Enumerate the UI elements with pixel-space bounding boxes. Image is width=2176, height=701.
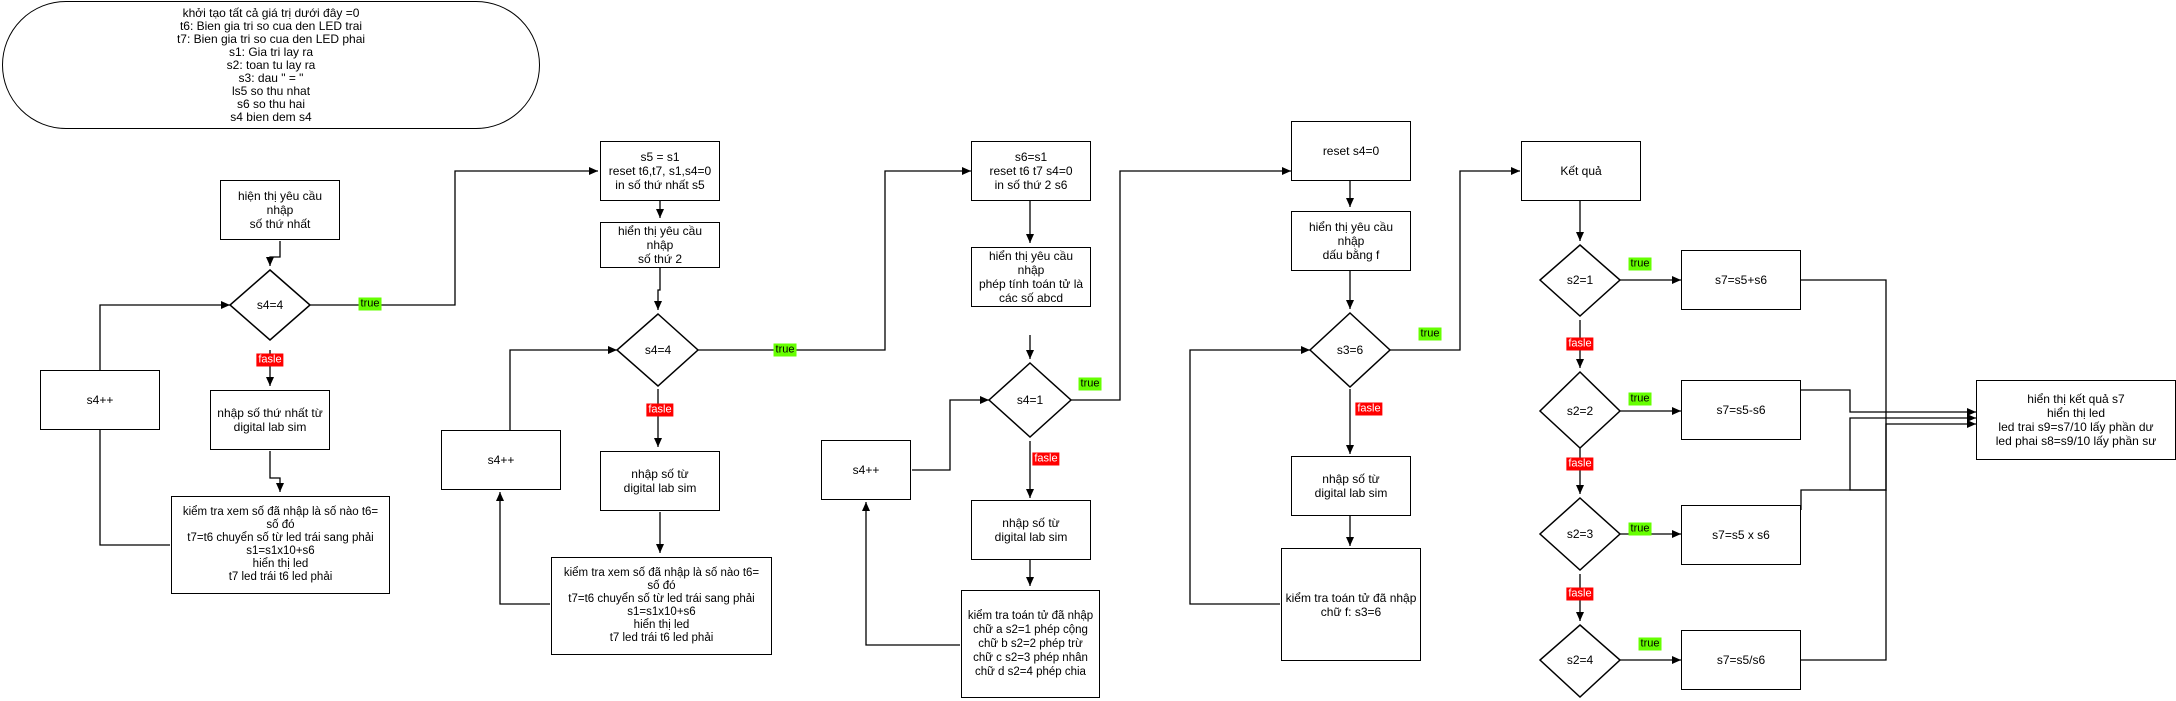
false-tag: fasle bbox=[1355, 402, 1383, 416]
col3-input-box: nhập số từ digital lab sim bbox=[971, 500, 1091, 560]
true-tag: true bbox=[1628, 257, 1652, 271]
col2-store-box: s5 = s1 reset t6,t7, s1,s4=0 in số thứ n… bbox=[600, 141, 720, 201]
col3-prompt-box: hiển thị yêu cầu nhập phép tính toán tử … bbox=[971, 247, 1091, 307]
true-tag: true bbox=[1418, 327, 1442, 341]
col2-incr-box: s4++ bbox=[441, 430, 561, 490]
col3-incr-box: s4++ bbox=[821, 440, 911, 500]
true-tag: true bbox=[358, 297, 382, 311]
col5-cond-label: s2=4 bbox=[1566, 653, 1594, 667]
init-line: ls5 so thu nhat bbox=[231, 83, 311, 98]
col3-store-box: s6=s1 reset t6 t7 s4=0 in số thứ 2 s6 bbox=[971, 141, 1091, 201]
init-line: t6: Bien gia tri so cua den LED trai bbox=[179, 18, 363, 33]
col1-cond-label: s4=4 bbox=[256, 298, 284, 312]
true-tag: true bbox=[1628, 392, 1652, 406]
decision-col5-1 bbox=[1538, 244, 1622, 318]
false-tag: fasle bbox=[1032, 452, 1060, 466]
decision-col5-3 bbox=[1538, 496, 1622, 572]
col5-result-box: Kết quả bbox=[1521, 141, 1641, 201]
col2-input-box: nhập số từ digital lab sim bbox=[600, 451, 720, 511]
false-tag: fasle bbox=[1566, 587, 1594, 601]
init-line: s4 bien dem s4 bbox=[230, 109, 312, 124]
col2-cond-label: s4=4 bbox=[644, 343, 672, 357]
col2-check-box: kiểm tra xem số đã nhập là số nào t6= số… bbox=[551, 557, 772, 655]
false-tag: fasle bbox=[1566, 457, 1594, 471]
col5-op-box: s7=s5+s6 bbox=[1681, 250, 1801, 310]
col3-check-box: kiểm tra toán tử đã nhập chữ a s2=1 phép… bbox=[961, 590, 1100, 698]
true-tag: true bbox=[1638, 637, 1662, 651]
col5-op-box: s7=s5-s6 bbox=[1681, 380, 1801, 440]
decision-col3 bbox=[987, 361, 1073, 439]
col2-prompt-box: hiển thị yêu cầu nhập số thứ 2 bbox=[600, 222, 720, 268]
col1-prompt-box: hiện thị yêu cầu nhập số thứ nhất bbox=[220, 180, 340, 240]
false-tag: fasle bbox=[1566, 337, 1594, 351]
init-line: s6 so thu hai bbox=[236, 96, 306, 111]
decision-col5-4 bbox=[1538, 624, 1622, 699]
init-line: khởi tạo tất cả giá trị dưới đây =0 bbox=[182, 5, 360, 20]
col4-check-box: kiểm tra toán tử đã nhập chữ f: s3=6 bbox=[1281, 548, 1421, 661]
col1-incr-box: s4++ bbox=[40, 370, 160, 430]
final-output-box: hiển thị kết quả s7 hiển thị led led tra… bbox=[1976, 380, 2176, 460]
col4-reset-box: reset s4=0 bbox=[1291, 121, 1411, 181]
true-tag: true bbox=[773, 343, 797, 357]
col5-cond-label: s2=1 bbox=[1566, 273, 1594, 287]
decision-col1 bbox=[228, 269, 312, 341]
init-line: s1: Gia tri lay ra bbox=[228, 44, 314, 59]
false-tag: fasle bbox=[646, 403, 674, 417]
decision-col2 bbox=[615, 312, 700, 388]
col5-cond-label: s2=3 bbox=[1566, 527, 1594, 541]
col1-check-box: kiểm tra xem số đã nhập là số nào t6= số… bbox=[171, 496, 390, 594]
col4-cond-label: s3=6 bbox=[1336, 343, 1364, 357]
true-tag: true bbox=[1078, 377, 1102, 391]
col4-prompt-box: hiển thị yêu cầu nhập dấu bằng f bbox=[1291, 211, 1411, 271]
init-line: s2: toan tu lay ra bbox=[226, 57, 316, 72]
col5-op-box: s7=s5 x s6 bbox=[1681, 505, 1801, 565]
decision-col5-2 bbox=[1538, 370, 1622, 450]
col5-op-box: s7=s5/s6 bbox=[1681, 630, 1801, 690]
col1-input-box: nhập số thứ nhất từ digital lab sim bbox=[210, 390, 330, 450]
col5-cond-label: s2=2 bbox=[1566, 404, 1594, 418]
init-line: t7: Bien gia tri so cua den LED phai bbox=[176, 31, 366, 46]
false-tag: fasle bbox=[256, 353, 284, 367]
init-note: khởi tạo tất cả giá trị dưới đây =0 t6: … bbox=[2, 1, 540, 129]
decision-col4 bbox=[1308, 311, 1392, 389]
col4-input-box: nhập số từ digital lab sim bbox=[1291, 456, 1411, 516]
true-tag: true bbox=[1628, 522, 1652, 536]
init-line: s3: dau " = " bbox=[238, 70, 304, 85]
col3-cond-label: s4=1 bbox=[1016, 393, 1044, 407]
